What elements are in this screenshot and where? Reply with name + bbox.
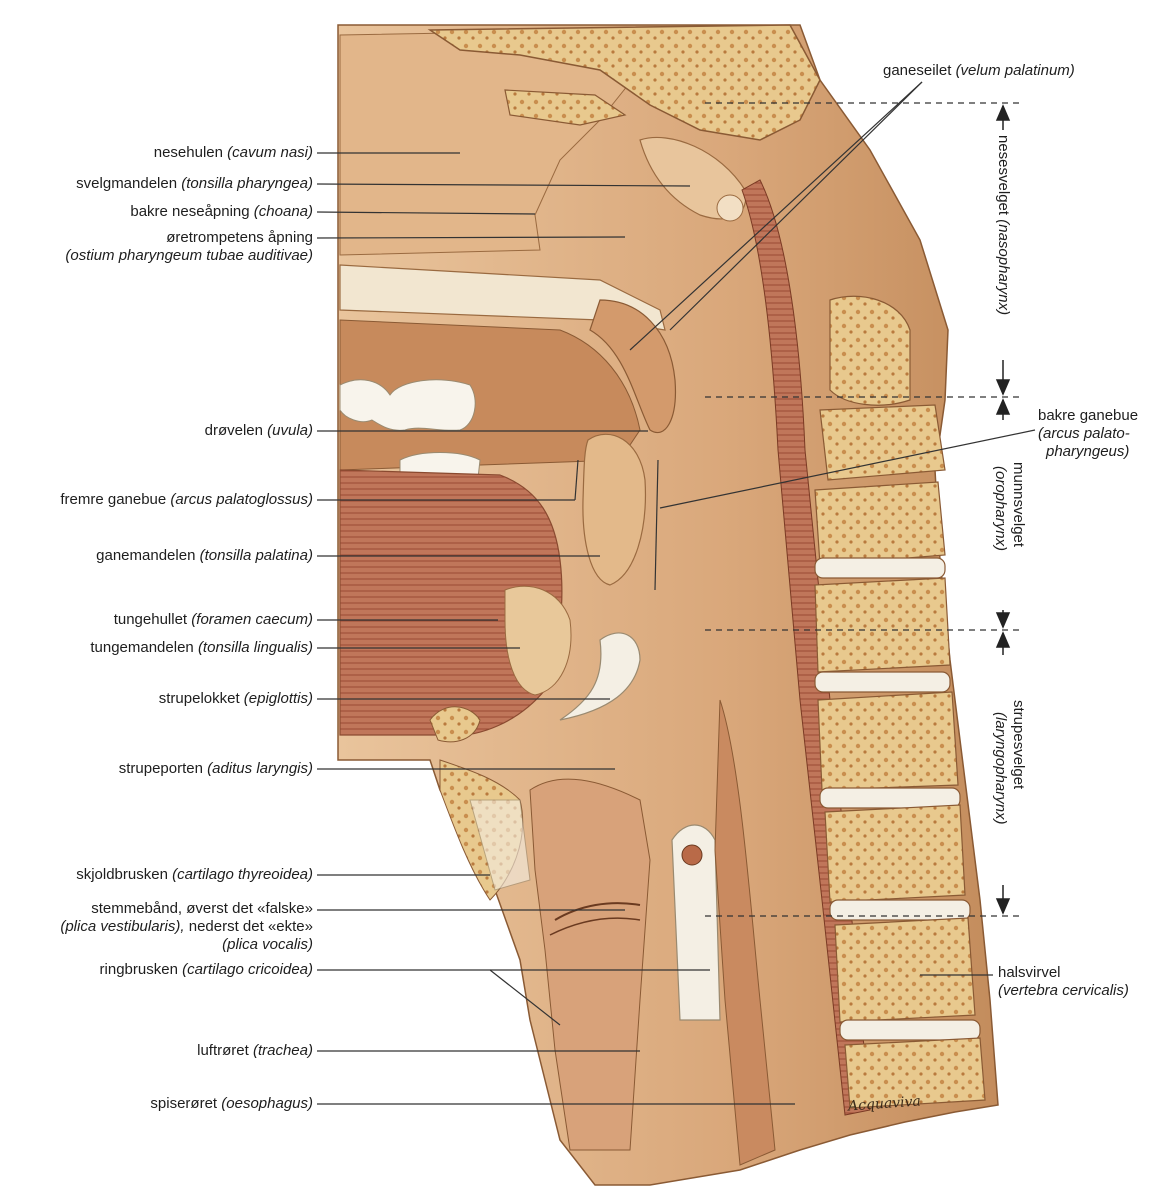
region-boundaries bbox=[705, 102, 1022, 917]
leader-lines bbox=[316, 81, 1036, 1105]
label-svelgmandelen: svelgmandelen (tonsilla pharyngea) bbox=[76, 175, 313, 192]
label-luftroret: luftrøret (trachea) bbox=[197, 1042, 313, 1059]
label-skjoldbrusken: skjoldbrusken (cartilago thyreoidea) bbox=[76, 866, 313, 883]
label-halsvirvel: halsvirvel (vertebra cervicalis) bbox=[998, 964, 1129, 999]
region-label-laryngopharynx: (laryngopharynx) bbox=[992, 712, 1009, 825]
label-drovelen: drøvelen (uvula) bbox=[204, 422, 313, 439]
label-fremre-ganebue: fremre ganebue (arcus palatoglossus) bbox=[60, 491, 313, 508]
label-bakre-ganebue: bakre ganebue (arcus palato- pharyngeus) bbox=[1038, 407, 1139, 460]
label-tungemandelen: tungemandelen (tonsilla lingualis) bbox=[90, 639, 313, 656]
label-strupelokket: strupelokket (epiglottis) bbox=[158, 690, 313, 707]
vertebral-column bbox=[814, 295, 986, 1109]
label-ganeseilet: ganeseilet (velum palatinum) bbox=[883, 62, 1075, 79]
region-label-strupesvelget: strupesvelget bbox=[1010, 700, 1027, 790]
region-label-nesesvelget: nesesvelget (nasopharynx) bbox=[995, 135, 1012, 316]
label-stemmebaand: stemmebånd, øverst det «falske» (plica v… bbox=[60, 900, 313, 953]
label-strupeporten: strupeporten (aditus laryngis) bbox=[118, 760, 313, 777]
region-label-munnsvelget: munnsvelget bbox=[1010, 462, 1027, 548]
label-bakre-neseapning: bakre neseåpning (choana) bbox=[130, 203, 313, 220]
label-oretrompetens-apning: øretrompetens åpning (ostium pharyngeum … bbox=[65, 229, 313, 264]
label-nesehulen: nesehulen (cavum nasi) bbox=[153, 144, 313, 161]
label-tungehullet: tungehullet (foramen caecum) bbox=[113, 611, 313, 628]
label-ganemandelen: ganemandelen (tonsilla palatina) bbox=[96, 547, 313, 564]
label-ringbrusken: ringbrusken (cartilago cricoidea) bbox=[99, 961, 313, 978]
label-spiseroret: spiserøret (oesophagus) bbox=[150, 1095, 313, 1112]
region-label-oropharynx: (oropharynx) bbox=[992, 466, 1009, 552]
